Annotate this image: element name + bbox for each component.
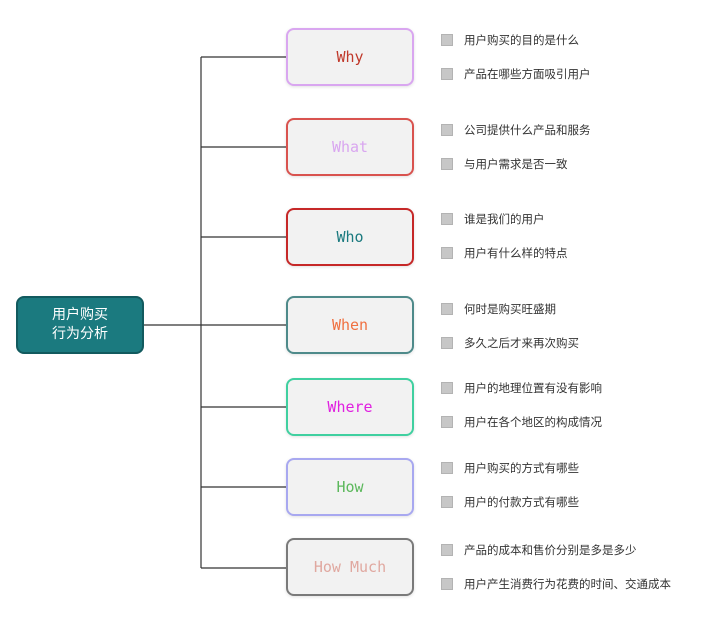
bullet xyxy=(441,578,453,590)
bullet xyxy=(441,544,453,556)
node-who: Who xyxy=(286,208,414,266)
bullet xyxy=(441,496,453,508)
item-how-much-2: 用户产生消费行为花费的时间、交通成本 xyxy=(464,577,671,591)
item-where-2: 用户在各个地区的构成情况 xyxy=(464,415,602,429)
bullet xyxy=(441,247,453,259)
root-node: 用户购买 行为分析 xyxy=(16,296,144,354)
item-when-1: 何时是购买旺盛期 xyxy=(464,302,556,316)
node-what: What xyxy=(286,118,414,176)
item-how-2: 用户的付款方式有哪些 xyxy=(464,495,579,509)
node-how-much-label: How Much xyxy=(313,558,387,576)
item-how-much-1: 产品的成本和售价分别是多是多少 xyxy=(464,543,637,557)
node-where-label: Where xyxy=(327,398,373,416)
bullet xyxy=(441,34,453,46)
bullet xyxy=(441,158,453,170)
node-when: When xyxy=(286,296,414,354)
item-who-2: 用户有什么样的特点 xyxy=(464,246,568,260)
item-what-1: 公司提供什么产品和服务 xyxy=(464,123,591,137)
node-how: How xyxy=(286,458,414,516)
item-why-2: 产品在哪些方面吸引用户 xyxy=(464,67,591,81)
bullet xyxy=(441,462,453,474)
node-why: Why xyxy=(286,28,414,86)
node-what-label: What xyxy=(331,138,369,156)
node-when-label: When xyxy=(331,316,369,334)
node-where: Where xyxy=(286,378,414,436)
bullet xyxy=(441,213,453,225)
node-who-label: Who xyxy=(336,228,364,246)
bullet xyxy=(441,303,453,315)
bullet xyxy=(441,124,453,136)
root-line-1: 用户购买 xyxy=(52,307,108,323)
item-why-1: 用户购买的目的是什么 xyxy=(464,33,579,47)
node-why-label: Why xyxy=(336,48,364,66)
item-who-1: 谁是我们的用户 xyxy=(464,212,545,226)
node-how-label: How xyxy=(336,478,364,496)
root-line-2: 行为分析 xyxy=(52,326,108,342)
bullet xyxy=(441,416,453,428)
bullet xyxy=(441,68,453,80)
item-when-2: 多久之后才来再次购买 xyxy=(464,336,579,350)
item-what-2: 与用户需求是否一致 xyxy=(464,157,568,171)
item-where-1: 用户的地理位置有没有影响 xyxy=(464,381,602,395)
bullet xyxy=(441,337,453,349)
item-how-1: 用户购买的方式有哪些 xyxy=(464,461,579,475)
node-how-much: How Much xyxy=(286,538,414,596)
bullet xyxy=(441,382,453,394)
